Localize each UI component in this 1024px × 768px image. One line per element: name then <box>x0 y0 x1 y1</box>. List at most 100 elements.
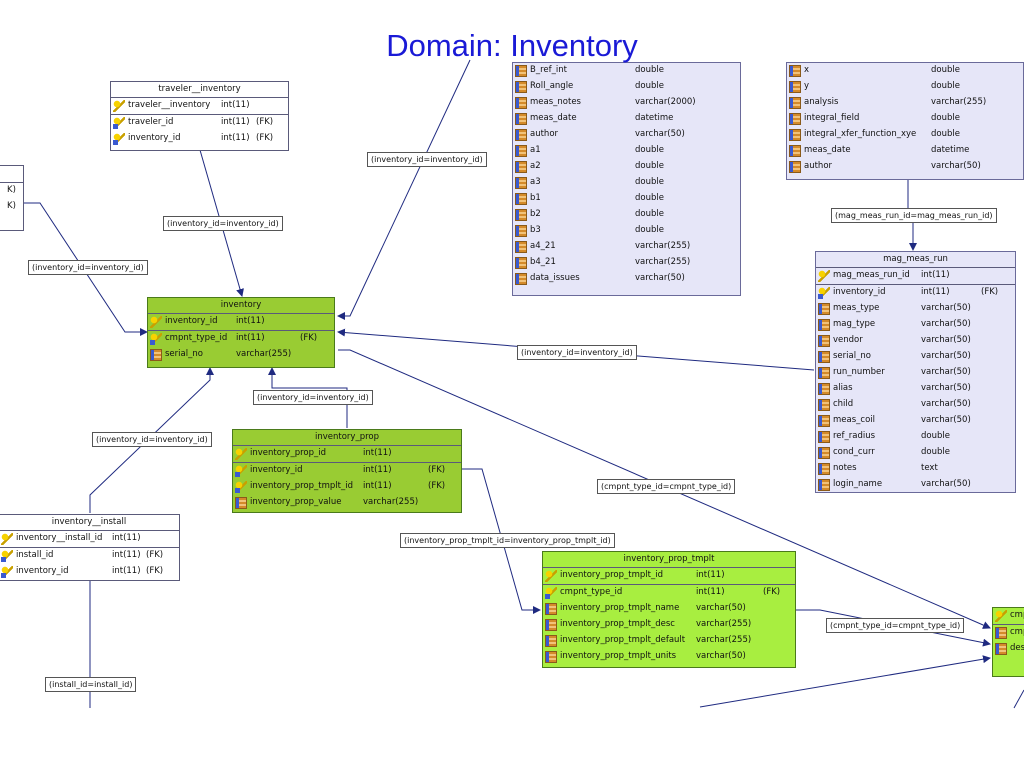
rel-bottom-cmpnt[interactable] <box>699 655 991 708</box>
column-name: vendor <box>833 335 863 345</box>
table-row[interactable]: cmp <box>993 625 1024 641</box>
column-type: varchar(50) <box>921 367 971 377</box>
column-icon <box>515 193 527 205</box>
column-type: varchar(50) <box>921 351 971 361</box>
column-icon <box>818 303 830 315</box>
table-row[interactable]: integral_xfer_function_xye double <box>787 127 1023 143</box>
column-icon <box>515 273 527 285</box>
rel-prop-inventory[interactable] <box>268 367 348 428</box>
foreign-key-marker: (FK) <box>146 550 164 560</box>
rel-label-cmpnt-type-id: (cmpnt_type_id=cmpnt_type_id) <box>597 479 736 494</box>
table-row[interactable]: K) <box>0 183 23 199</box>
rel-center-inventory[interactable] <box>337 59 471 320</box>
column-name: meas_date <box>804 145 851 155</box>
column-type: varchar(255) <box>696 635 752 645</box>
foreign-key-icon <box>1 550 13 562</box>
table-row[interactable]: K) <box>0 199 23 215</box>
table-row[interactable]: cmp <box>993 608 1024 624</box>
column-name: x <box>804 65 810 75</box>
table-header: inventory__install <box>0 515 179 531</box>
table-row[interactable]: des <box>993 641 1024 657</box>
table-cmpnt-partial[interactable]: cmpcmpdes <box>992 607 1024 677</box>
rel-inventory-cmpnt[interactable] <box>338 349 991 629</box>
column-type: int(11) <box>221 100 250 110</box>
rel-bottom-right[interactable] <box>1013 689 1024 709</box>
column-type: double <box>931 129 960 139</box>
column-type: int(11) <box>696 587 725 597</box>
foreign-key-icon <box>1 566 13 578</box>
column-name: integral_xfer_function_xye <box>804 129 917 139</box>
rel-label-inventory-id: (inventory_id=inventory_id) <box>163 216 283 231</box>
column-type: double <box>635 81 664 91</box>
column-type: double <box>921 431 950 441</box>
table-row[interactable] <box>0 166 23 182</box>
column-name: login_name <box>833 479 883 489</box>
column-icon <box>545 619 557 631</box>
column-name: cmp <box>1010 610 1024 620</box>
table-left-partial[interactable]: K)K) <box>0 165 24 231</box>
column-icon <box>818 415 830 427</box>
